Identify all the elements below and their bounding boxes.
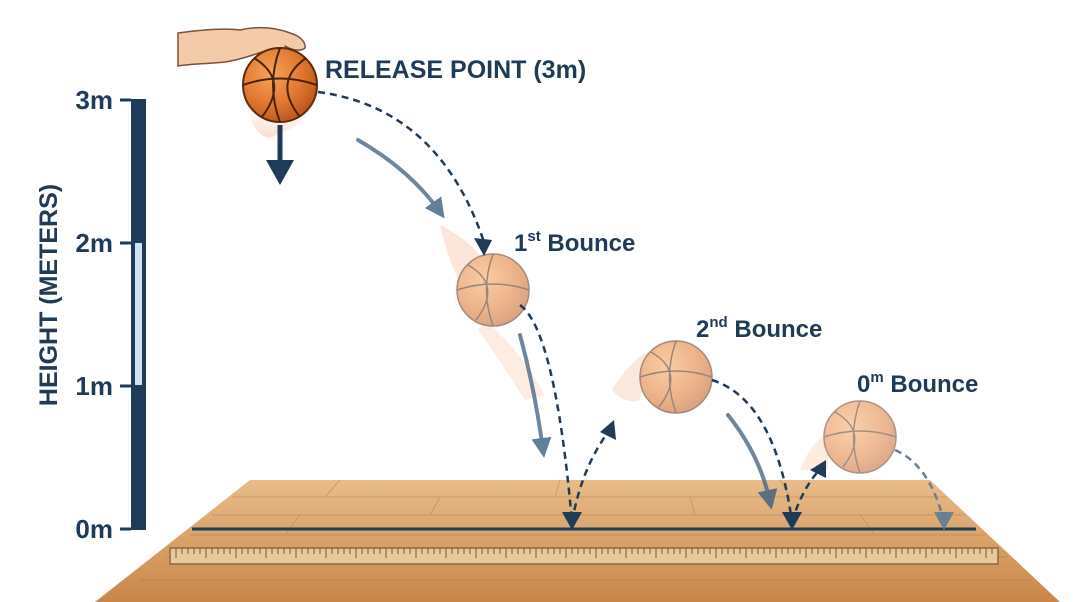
motion-arrows: [356, 138, 778, 510]
second-bounce-suffix: nd: [709, 314, 727, 331]
axis-tick-0m: 0m: [75, 514, 113, 544]
first-bounce-word: Bounce: [541, 230, 636, 257]
axis-tick-3m: 3m: [75, 85, 113, 115]
hand-illustration: [177, 26, 306, 67]
first-bounce-number: 1: [514, 230, 527, 257]
axis-title: HEIGHT (METERS): [35, 184, 63, 406]
basketball-bounce-2: [612, 340, 713, 414]
third-bounce-label: 0m Bounce: [857, 369, 978, 398]
basketball-release: [242, 47, 318, 138]
height-axis: 3m 2m 1m 0m HEIGHT (METERS): [35, 85, 146, 544]
drop-arrow: [266, 125, 294, 185]
first-bounce-suffix: st: [527, 228, 540, 245]
third-bounce-suffix: m: [870, 369, 883, 386]
second-bounce-number: 2: [696, 316, 709, 343]
basketball-bounce-3: [800, 400, 897, 474]
third-bounce-word: Bounce: [884, 371, 979, 398]
axis-tick-1m: 1m: [75, 371, 113, 401]
third-bounce-number: 0: [857, 371, 870, 398]
axis-tick-2m: 2m: [75, 228, 113, 258]
trajectory-arrowheads: [474, 238, 954, 530]
first-bounce-label: 1st Bounce: [514, 228, 635, 257]
basketball-bounce-1: [440, 225, 545, 400]
release-point-label: RELEASE POINT (3m): [325, 56, 586, 84]
measuring-ruler: [169, 547, 999, 565]
second-bounce-label: 2nd Bounce: [696, 314, 822, 343]
second-bounce-word: Bounce: [728, 316, 823, 343]
